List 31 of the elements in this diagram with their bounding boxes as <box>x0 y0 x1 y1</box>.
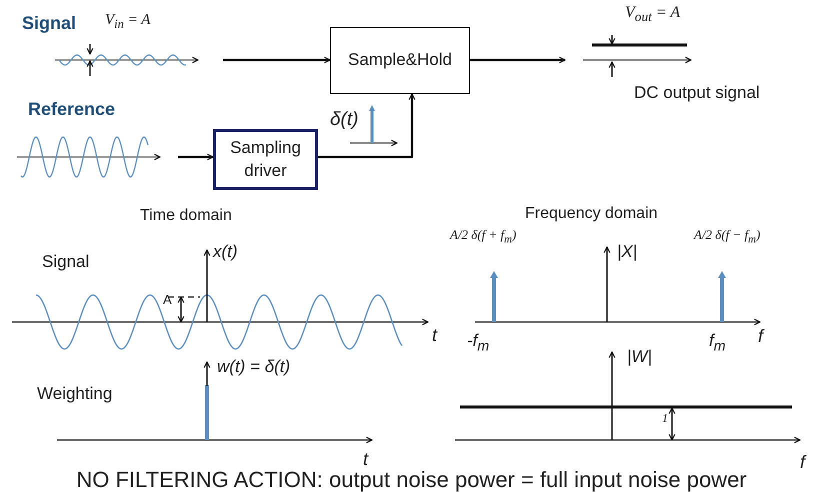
arrow <box>318 93 416 158</box>
plot-title: Time domain <box>140 207 232 225</box>
process-box: Sample&Hold <box>330 27 470 94</box>
dimension-label: A <box>163 293 172 308</box>
plot-title: Frequency domain <box>525 205 658 223</box>
formula-label: A/2 δ(f + f$_{m}$) <box>450 228 516 246</box>
dimension-label: 1 <box>662 412 668 426</box>
row-label: Weighting <box>37 385 112 404</box>
formula-label: A/2 δ(f − f$_{m}$) <box>694 228 760 246</box>
arrow <box>178 154 214 160</box>
signal-caption: DC output signal <box>634 84 760 103</box>
axis-label: t <box>432 326 438 346</box>
axis-label: t <box>363 450 368 470</box>
axis-label: |W| <box>627 348 652 367</box>
reference-heading: Reference <box>28 100 116 120</box>
formula-label: V$_{in}$ = A <box>105 12 150 32</box>
signal-heading: Signal <box>22 14 76 34</box>
axis-label: f <box>800 453 806 473</box>
tick-label: -f$_{m}$ <box>467 332 490 355</box>
caption: NO FILTERING ACTION: output noise power = full input noise power <box>75 468 748 492</box>
axis-label: f <box>758 327 764 347</box>
axis-label: x(t) <box>213 243 238 262</box>
process-box: Sampling driver <box>213 129 318 190</box>
tick-label: f$_{m}$ <box>709 332 726 355</box>
formula-label: V$_{out}$ = A <box>625 4 680 25</box>
arrow <box>470 56 566 64</box>
arrow <box>223 56 331 64</box>
edge-label: δ(t) <box>330 110 358 131</box>
axis-label: w(t) = δ(t) <box>217 358 290 377</box>
row-label: Signal <box>42 253 90 272</box>
axis-label: |X| <box>617 243 638 262</box>
